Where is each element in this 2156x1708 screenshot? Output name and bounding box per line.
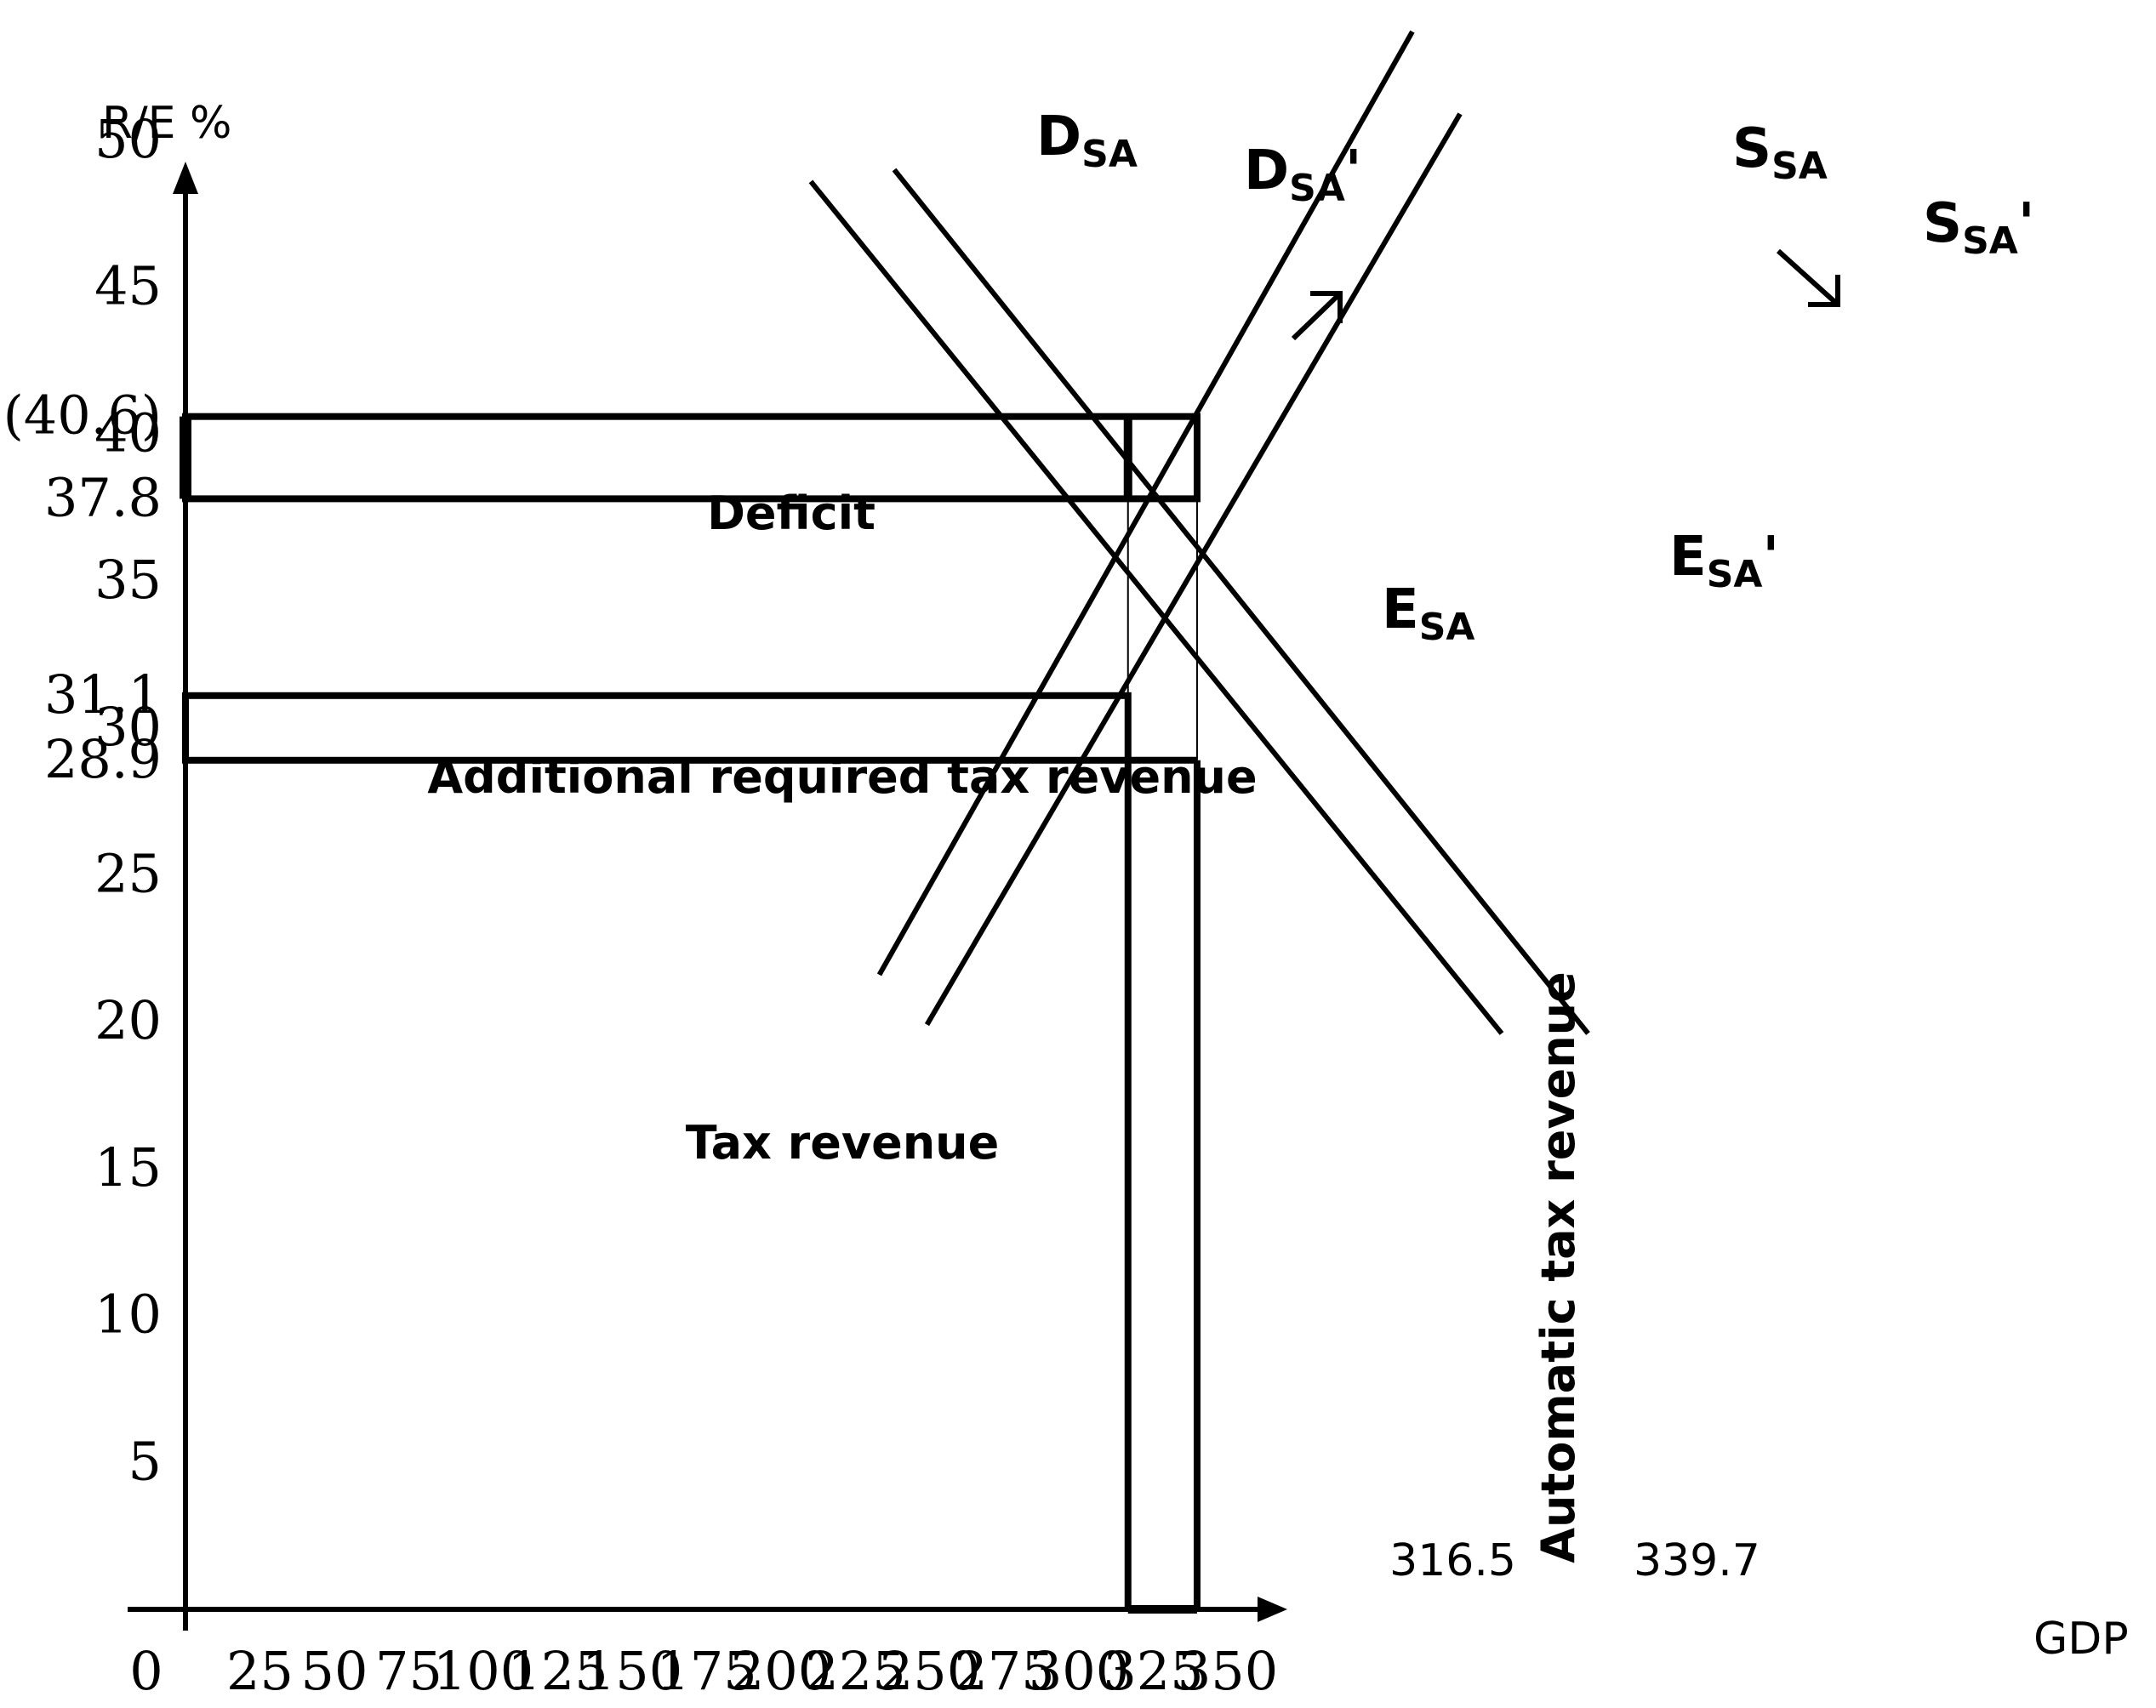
y-tick-label: 50	[94, 108, 162, 170]
y-axis-label: R/E %	[102, 98, 231, 149]
y-tick-label: 5	[128, 1430, 162, 1492]
x-tick-label: 350	[1178, 1640, 1278, 1702]
x-tick-label: 125	[507, 1640, 607, 1702]
curve-s2	[924, 112, 1463, 1027]
x-annotation-339: 339.7	[1634, 1535, 1760, 1586]
y-tick-label: 35	[94, 549, 162, 611]
demand-shift-arrow-icon	[1291, 291, 1343, 341]
y-tick-label: 10	[94, 1284, 162, 1346]
x-tick-label: 300	[1029, 1640, 1129, 1702]
equilibrium-label-esa-prime: ESA'	[1669, 526, 1779, 596]
curve-label-dsa: DSA	[1036, 105, 1138, 176]
y-tick-label: (40.6)	[3, 384, 162, 447]
x-tick-label: 50	[301, 1640, 368, 1702]
x-tick-label: 225	[805, 1640, 905, 1702]
region-deficit-box	[182, 413, 1201, 503]
y-tick-label: 15	[94, 1136, 162, 1198]
x-tick-label: 0	[129, 1640, 163, 1702]
region-label-deficit: Deficit	[707, 487, 876, 540]
x-tick-label: 25	[226, 1640, 294, 1702]
x-tick-label: 150	[582, 1640, 682, 1702]
y-tick-label: 37.8	[44, 466, 162, 528]
curve-label-dsa-prime: DSA'	[1244, 139, 1361, 210]
region-label-automatic: Automatic tax revenue	[1531, 971, 1585, 1563]
y-tick-label: 30	[94, 696, 162, 758]
y-axis-arrow-icon	[173, 162, 198, 194]
x-annotation-316: 316.5	[1389, 1535, 1516, 1586]
x-tick-label: 250	[880, 1640, 980, 1702]
x-axis-arrow-icon	[1258, 1597, 1287, 1622]
x-tick-label: 100	[433, 1640, 533, 1702]
curve-label-ssa: SSA	[1732, 117, 1828, 188]
region-additional-box	[182, 692, 1132, 764]
curve-d2	[892, 168, 1590, 1035]
x-tick-label: 200	[731, 1640, 831, 1702]
y-tick-label: 45	[94, 255, 162, 317]
y-tick-label: 31.1	[44, 663, 162, 726]
supply-shift-arrow-icon	[1776, 248, 1840, 307]
curve-s1	[876, 30, 1415, 976]
x-tick-label: 75	[375, 1640, 442, 1702]
x-axis-label: GDP	[2033, 1614, 2129, 1665]
y-tick-label: 40	[94, 401, 162, 464]
region-label-tax: Tax revenue	[686, 1116, 1000, 1170]
x-tick-label: 325	[1103, 1640, 1203, 1702]
curve-d1	[808, 179, 1504, 1035]
equilibrium-label-esa: ESA	[1382, 578, 1474, 649]
y-tick-label: 25	[94, 843, 162, 905]
x-tick-label: 175	[656, 1640, 756, 1702]
curve-label-ssa-prime: SSA'	[1923, 192, 2034, 263]
x-tick-label: 275	[954, 1640, 1054, 1702]
y-tick-label: 20	[94, 989, 162, 1051]
y-tick-label: 28.9	[44, 728, 162, 790]
